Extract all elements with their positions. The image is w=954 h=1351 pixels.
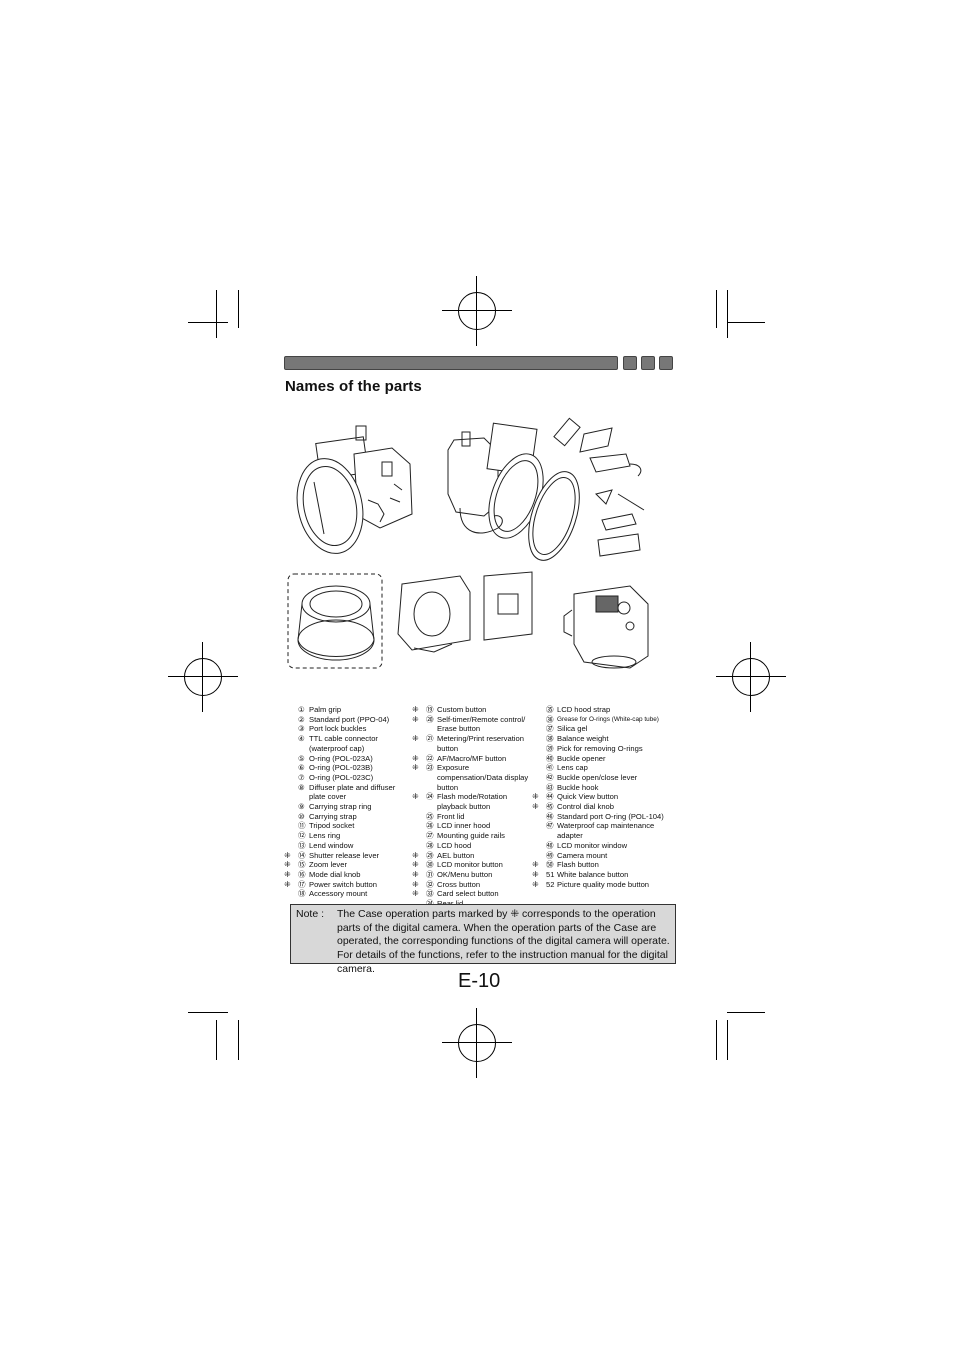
crop-mark bbox=[727, 290, 728, 338]
registration-mark bbox=[716, 642, 786, 712]
crop-mark bbox=[216, 1020, 217, 1060]
crop-mark bbox=[727, 322, 765, 323]
note-text: The Case operation parts marked by ⁜ cor… bbox=[337, 908, 670, 975]
standard-port-illustration bbox=[297, 585, 375, 661]
registration-mark bbox=[442, 276, 512, 346]
note-box: Note : The Case operation parts marked b… bbox=[290, 904, 676, 975]
header-box bbox=[659, 356, 673, 370]
crop-mark bbox=[727, 1020, 728, 1060]
crop-mark bbox=[188, 1012, 228, 1013]
header-bar bbox=[284, 356, 618, 370]
registration-mark bbox=[442, 1008, 512, 1078]
crop-mark bbox=[216, 290, 217, 338]
header-box bbox=[623, 356, 637, 370]
lens-cap-illustration bbox=[528, 471, 580, 561]
housing-rear-illustration bbox=[563, 585, 649, 669]
crop-mark bbox=[238, 1020, 239, 1060]
header-box bbox=[641, 356, 655, 370]
housing-open-illustration bbox=[397, 571, 533, 653]
page-number: E-10 bbox=[458, 970, 501, 992]
crop-mark bbox=[188, 322, 228, 323]
note-label: Note : bbox=[296, 908, 325, 920]
registration-mark bbox=[168, 642, 238, 712]
housing-front-illustration bbox=[296, 425, 413, 554]
crop-mark bbox=[727, 1012, 765, 1013]
crop-mark bbox=[238, 290, 239, 328]
crop-mark bbox=[716, 290, 717, 328]
crop-mark bbox=[716, 1020, 717, 1060]
list-item: ㉞Rear lid bbox=[412, 899, 534, 909]
housing-back-illustration bbox=[447, 422, 544, 539]
accessories-illustration bbox=[553, 417, 645, 557]
page-title: Names of the parts bbox=[285, 378, 422, 395]
parts-diagram bbox=[287, 417, 649, 669]
